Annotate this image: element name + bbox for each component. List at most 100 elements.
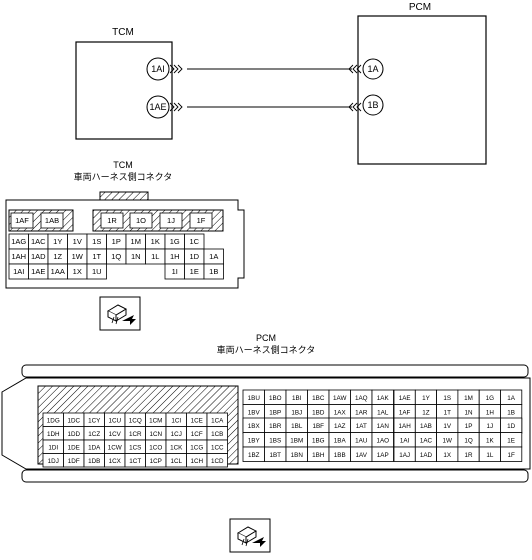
pin-cell (206, 453, 228, 468)
pin-label: 1V (73, 237, 82, 246)
pin-label: 1CR (129, 431, 142, 438)
pin-label: 1CE (191, 417, 203, 424)
pin-label: 1CL (170, 458, 182, 465)
pin-label: 1G (170, 237, 180, 246)
pin-label: 1AJ (399, 452, 410, 459)
pin-cell (100, 212, 124, 229)
pin-label: 1DE (68, 444, 80, 451)
pin-label: 1F (507, 452, 515, 459)
pin-label: 1G (486, 395, 495, 402)
pin-label: 1N (131, 252, 141, 261)
pin-cell (129, 212, 153, 229)
pin-label: 1CO (149, 444, 162, 451)
pin-label: 1M (131, 237, 141, 246)
pin-label: 1AQ (355, 395, 368, 402)
pin-label: 1D (189, 252, 199, 261)
pin-label: 1P (465, 423, 473, 430)
pin-label: 1M (464, 395, 473, 402)
pin-label: 1BC (312, 395, 325, 402)
pin-label: 1AC (420, 437, 433, 444)
pin-cell (203, 263, 224, 280)
pin-label: 1BF (312, 423, 324, 430)
pin-label: 1AH (11, 252, 26, 261)
pin-label: 1BS (269, 437, 281, 444)
pin-label: 1V (443, 423, 452, 430)
pin-label: 1CX (109, 458, 122, 465)
pin-label: 1BP (269, 409, 281, 416)
pin-label: 1BI (292, 395, 302, 402)
pin-label: 1D (507, 423, 516, 430)
pin-label: 1N (465, 409, 474, 416)
pin-label: 1I (172, 267, 178, 276)
pin-label: 1CV (109, 431, 122, 438)
pin-label: 1F (197, 216, 206, 225)
pin-label: 1AF (399, 409, 411, 416)
pin-label: 1AD (31, 252, 46, 261)
pin-label: 1BO (269, 395, 282, 402)
pin-label: 1BJ (291, 409, 302, 416)
pin-label: 1BR (269, 423, 282, 430)
pin-label: 1AF (15, 216, 29, 225)
pin-label: 1AO (376, 437, 389, 444)
pin-label: 1AT (356, 423, 367, 430)
tcm-connector-title: TCM (113, 160, 133, 170)
pin-label: 1AX (334, 409, 347, 416)
pin-label: 1J (487, 423, 494, 430)
wire-1 (169, 64, 362, 74)
pin-label: 1AP (377, 452, 389, 459)
pin-label: 1L (151, 252, 159, 261)
pin-label: 1O (136, 216, 146, 225)
pin-label: 1BV (248, 409, 261, 416)
pin-label: 1L (486, 452, 494, 459)
pin-label: 1Z (53, 252, 62, 261)
pcm-module-title: PCM (409, 2, 431, 13)
pcm-connector-title: PCM (256, 333, 276, 343)
pin-label: 1E (190, 267, 199, 276)
pin-label: 1CJ (171, 431, 182, 438)
pin-label: 1CA (211, 417, 224, 424)
pin-label: 1BG (312, 437, 325, 444)
pin-label: 1Y (53, 237, 62, 246)
pin-label: 1CW (108, 444, 122, 451)
pin-label: 1X (443, 452, 452, 459)
pin-label: 1Y (422, 395, 431, 402)
pin-label: 1BY (248, 437, 261, 444)
pin-label: 1CP (150, 458, 162, 465)
pin-label: 1T (444, 409, 452, 416)
pin-label: 1J (167, 216, 175, 225)
pin-label: 1BD (312, 409, 325, 416)
pin-label: 1CS (129, 444, 141, 451)
pin-cell (40, 212, 64, 229)
pin-cell (500, 446, 523, 462)
pin-label: 1A (507, 395, 516, 402)
pin-label: 1AI (400, 437, 410, 444)
pin-label: 1AV (356, 452, 368, 459)
pin-label: 1BA (334, 437, 347, 444)
pin-label: 1K (151, 237, 160, 246)
pin-label: 1BM (290, 437, 303, 444)
pin-label: 1DD (67, 431, 80, 438)
pin-label: 1AI (13, 267, 24, 276)
pin-label: 1AC (31, 237, 46, 246)
pin-label: 1U (92, 267, 102, 276)
pin-label: 1DJ (48, 458, 59, 465)
pin-label: 1CK (170, 444, 183, 451)
pin-label: 1W (72, 252, 84, 261)
pin-label: 1DB (88, 458, 100, 465)
pin-label: 1AB (420, 423, 432, 430)
pin-label: 1AG (11, 237, 26, 246)
pin-label: 1X (73, 267, 82, 276)
pin-cell (159, 212, 183, 229)
pin-label: 1P (112, 237, 121, 246)
pin-label: 1AH (399, 423, 412, 430)
pin-cell (86, 263, 107, 280)
pin-label: 1CD (211, 458, 224, 465)
pin-label: 1AA (51, 267, 65, 276)
pin-label: 1AE (31, 267, 45, 276)
pin-label: 1CY (88, 417, 101, 424)
pin-label: 1S (92, 237, 101, 246)
pin-label: 1E (507, 437, 515, 444)
pin-label: 1S (443, 395, 451, 402)
